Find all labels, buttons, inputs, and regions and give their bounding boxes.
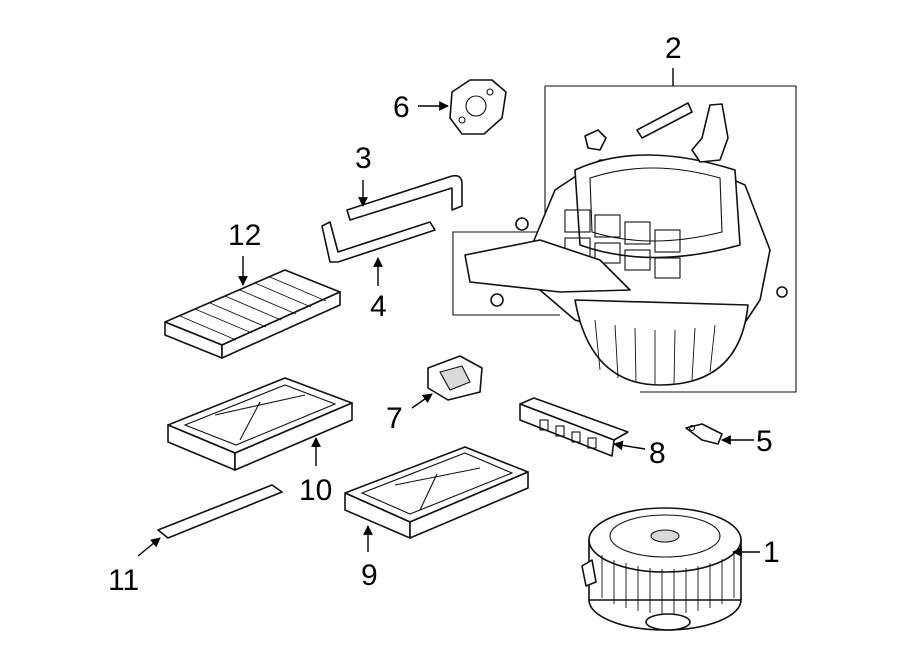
filter-tray bbox=[167, 377, 353, 471]
actuator bbox=[449, 79, 507, 135]
callout-11: 11 bbox=[108, 564, 139, 597]
heater-unit-assembly bbox=[452, 68, 797, 393]
callout-4: 4 bbox=[370, 290, 387, 323]
callout-9: 9 bbox=[361, 559, 378, 592]
filter-tray-lower bbox=[344, 446, 529, 539]
bracket bbox=[685, 423, 723, 445]
control-module bbox=[519, 397, 629, 457]
blower-motor bbox=[581, 507, 742, 631]
cabin-filter bbox=[164, 269, 341, 359]
callout-7: 7 bbox=[386, 402, 403, 435]
callout-3: 3 bbox=[355, 142, 372, 175]
resistor bbox=[427, 355, 483, 401]
callout-2: 2 bbox=[665, 32, 682, 65]
callout-1: 1 bbox=[763, 536, 780, 569]
strip bbox=[157, 484, 283, 539]
seal-upper bbox=[346, 174, 463, 221]
callout-8: 8 bbox=[649, 437, 666, 470]
callout-10: 10 bbox=[299, 474, 332, 507]
callout-6: 6 bbox=[393, 91, 410, 124]
callout-12: 12 bbox=[228, 219, 261, 252]
seal-lower bbox=[321, 221, 436, 263]
callout-5: 5 bbox=[756, 425, 773, 458]
leader-lines bbox=[137, 101, 760, 557]
